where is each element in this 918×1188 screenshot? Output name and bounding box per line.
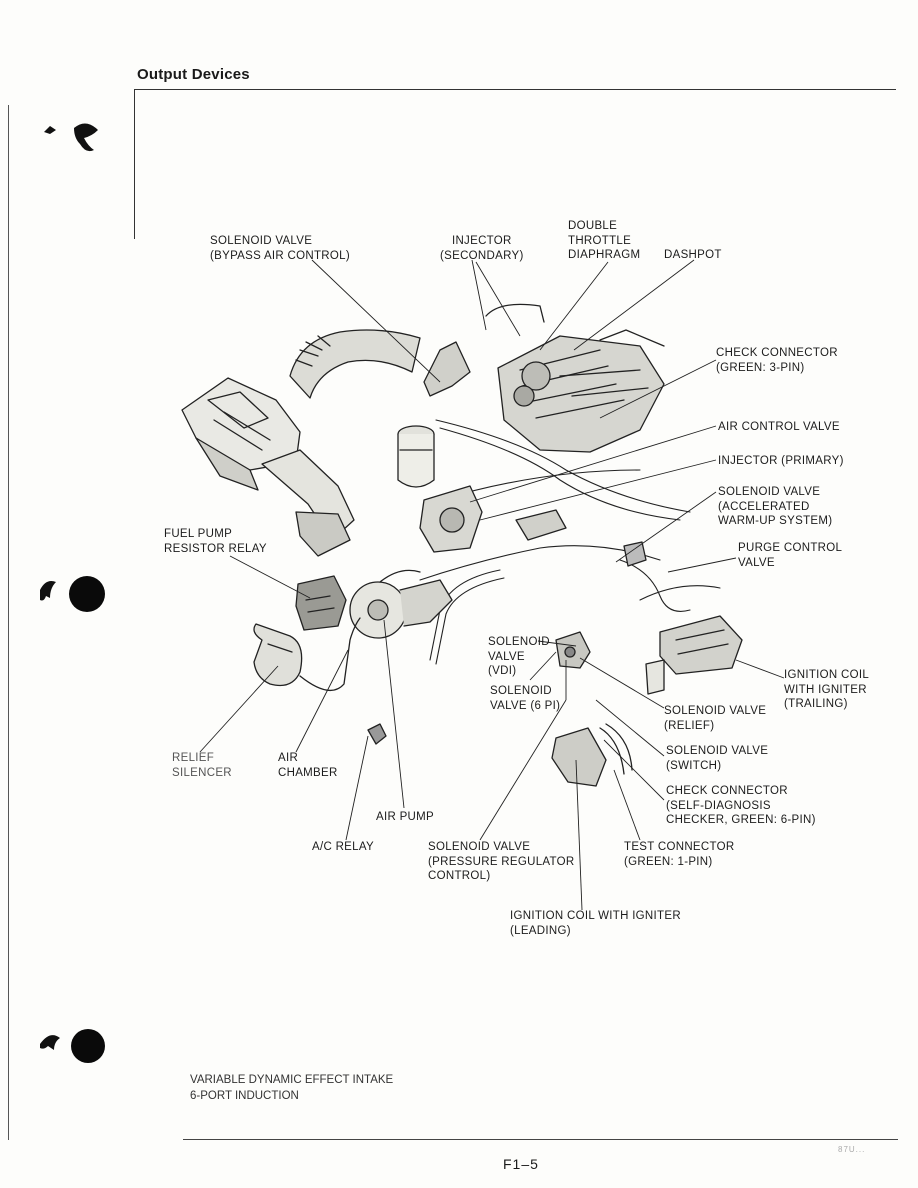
- solenoid-cluster: [555, 631, 591, 669]
- ignition-coil-trailing: [645, 615, 743, 695]
- ignition-coil-leading: [551, 723, 633, 787]
- charcoal-canister: [397, 425, 435, 488]
- leader-lines: [199, 259, 785, 911]
- section-title: Output Devices: [137, 66, 250, 83]
- footnote-vdi: VARIABLE DYNAMIC EFFECT INTAKE: [190, 1074, 394, 1086]
- relief-silencer: [253, 617, 361, 692]
- throttle-body: [419, 485, 483, 553]
- fuel-pump-resistor-relay: [295, 575, 347, 631]
- label-check-connector-3pin: CHECK CONNECTOR (GREEN: 3-PIN): [716, 347, 838, 374]
- label-solenoid-valve-6pi: SOLENOID VALVE (6 PI): [490, 685, 561, 712]
- label-solenoid-valve-vdi: SOLENOID VALVE (VDI): [488, 636, 550, 677]
- label-solenoid-valve-bypass-air: SOLENOID VALVE (BYPASS AIR CONTROL): [210, 235, 350, 262]
- punch-hole-middle-icon: [40, 576, 105, 612]
- frame-top-rule: [134, 89, 896, 90]
- label-air-control-valve: AIR CONTROL VALVE: [718, 421, 840, 433]
- page-number: F1–5: [503, 1156, 539, 1172]
- label-injector-secondary: INJECTOR (SECONDARY): [440, 235, 524, 262]
- label-dashpot: DASHPOT: [664, 249, 722, 261]
- label-fuel-pump-resistor-relay: FUEL PUMP RESISTOR RELAY: [164, 528, 267, 555]
- label-injector-primary: INJECTOR (PRIMARY): [718, 455, 844, 467]
- label-double-throttle-diaphragm: DOUBLE THROTTLE DIAPHRAGM: [568, 220, 641, 261]
- label-air-pump: AIR PUMP: [376, 811, 434, 823]
- punch-hole-top-icon: [44, 123, 98, 152]
- label-solenoid-valve-relief: SOLENOID VALVE (RELIEF): [664, 705, 767, 732]
- air-intake-hose: [261, 329, 421, 557]
- label-ignition-coil-leading: IGNITION COIL WITH IGNITER (LEADING): [510, 910, 681, 937]
- punch-hole-bottom-icon: [40, 1029, 105, 1063]
- label-relief-silencer: RELIEF SILENCER: [172, 752, 232, 779]
- ac-relay: [367, 723, 387, 745]
- label-ac-relay: A/C RELAY: [312, 841, 374, 853]
- label-check-connector-6pin: CHECK CONNECTOR (SELF-DIAGNOSIS CHECKER,…: [666, 785, 816, 826]
- frame-left-rule: [134, 89, 135, 239]
- air-pump-assembly: [349, 569, 453, 639]
- bottom-rule: [183, 1139, 898, 1140]
- intake-manifold: [497, 329, 665, 453]
- label-air-chamber: AIR CHAMBER: [278, 752, 338, 779]
- binding-margin-line: [8, 105, 9, 1140]
- label-test-connector: TEST CONNECTOR (GREEN: 1-PIN): [624, 841, 735, 868]
- label-solenoid-valve-pressure-regulator: SOLENOID VALVE (PRESSURE REGULATOR CONTR…: [428, 841, 575, 882]
- corner-mark: 87U...: [838, 1145, 866, 1154]
- label-purge-control-valve: PURGE CONTROL VALVE: [738, 542, 843, 569]
- footnote-6pi: 6-PORT INDUCTION: [190, 1090, 299, 1102]
- label-solenoid-valve-switch: SOLENOID VALVE (SWITCH): [666, 745, 769, 772]
- label-ignition-coil-trailing: IGNITION COIL WITH IGNITER (TRAILING): [784, 669, 870, 710]
- label-solenoid-valve-accelerated-warmup: SOLENOID VALVE (ACCELERATED WARM-UP SYST…: [718, 486, 833, 527]
